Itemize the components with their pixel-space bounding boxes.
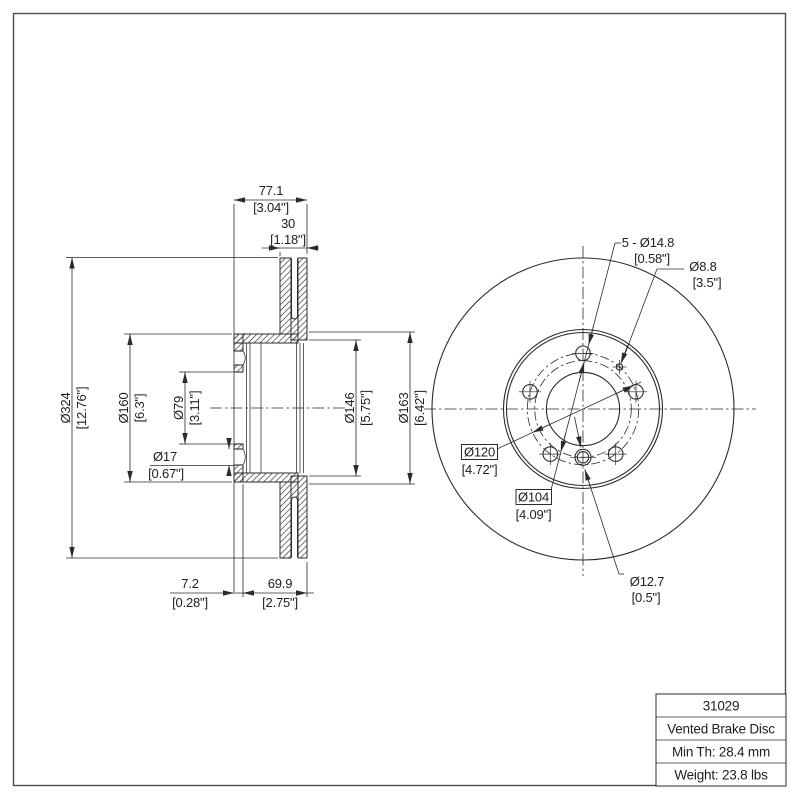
dim-center-bore-mm: Ø79 bbox=[171, 396, 186, 420]
dim-hat-offset-mm: 7.2 bbox=[181, 576, 198, 591]
dim-screw-hole-inch: [3.5"] bbox=[693, 275, 722, 290]
dim-secondary-circle-inch: [4.09"] bbox=[516, 507, 552, 522]
dim-hat-diameter-inch: [6.3"] bbox=[132, 394, 147, 423]
dim-pin-hole-mm: Ø12.7 bbox=[630, 574, 664, 589]
front-view: 5 - Ø14.8 [0.58"] Ø8.8 [3.5"] Ø120 [4.72… bbox=[424, 235, 756, 605]
dim-hat-offset-inch: [0.28"] bbox=[172, 595, 208, 610]
dim-bolt-holes-inch: [0.58"] bbox=[634, 251, 670, 266]
dim-secondary-circle-mm: Ø104 bbox=[518, 490, 549, 505]
secondary-circle-label-box bbox=[515, 489, 552, 505]
dim-overall-width-mm: 77.1 bbox=[259, 183, 284, 198]
dim-bolt-circle-inch: [4.72"] bbox=[462, 462, 498, 477]
dim-counterbore-inch: [0.67"] bbox=[148, 466, 184, 481]
dim-disc-thickness-inch: [1.18"] bbox=[270, 232, 306, 247]
title-block: 31029 Vented Brake Disc Min Th: 28.4 mm … bbox=[655, 693, 787, 787]
screw-hole bbox=[612, 360, 627, 374]
counterbore-section bbox=[234, 449, 243, 465]
dim-inner-dia-vent-mm: Ø146 bbox=[342, 392, 357, 423]
dim-inner-dia-vent-inch: [5.75"] bbox=[358, 390, 373, 426]
dim-mounting-depth-inch: [2.75"] bbox=[262, 595, 298, 610]
dim-bolt-circle-mm: Ø120 bbox=[464, 445, 495, 460]
dim-bolt-holes-mm: 5 - Ø14.8 bbox=[622, 235, 674, 250]
section-view: 77.1 [3.04"] 30 [1.18"] Ø324 [12.76"] Ø1… bbox=[58, 183, 427, 610]
page-frame bbox=[12, 12, 787, 787]
dim-screw-hole-mm: Ø8.8 bbox=[689, 259, 716, 274]
min-thickness: Min Th: 28.4 mm bbox=[672, 745, 770, 760]
dim-disc-thickness-mm: 30 bbox=[281, 216, 295, 231]
dim-pin-hole-inch: [0.5"] bbox=[632, 590, 661, 605]
bolt-hole-section bbox=[234, 351, 243, 365]
dim-mounting-depth-mm: 69.9 bbox=[268, 576, 293, 591]
weight: Weight: 23.8 lbs bbox=[674, 768, 768, 783]
bolt-circle-label-box bbox=[461, 444, 498, 460]
vent-channel-bottom bbox=[291, 496, 298, 558]
dim-hat-diameter-mm: Ø160 bbox=[116, 392, 131, 423]
dim-overall-width-inch: [3.04"] bbox=[253, 200, 289, 215]
part-description: Vented Brake Disc bbox=[667, 722, 775, 737]
dim-counterbore-mm: Ø17 bbox=[153, 449, 177, 464]
dim-inner-dia-plate-mm: Ø163 bbox=[396, 392, 411, 423]
dim-outer-diameter-inch: [12.76"] bbox=[74, 387, 89, 430]
dim-inner-dia-plate-inch: [6.42"] bbox=[412, 390, 427, 426]
part-number: 31029 bbox=[703, 699, 740, 714]
dim-outer-diameter-mm: Ø324 bbox=[58, 392, 73, 423]
vent-channel-top bbox=[291, 258, 298, 320]
dim-center-bore-inch: [3.11"] bbox=[187, 391, 202, 426]
